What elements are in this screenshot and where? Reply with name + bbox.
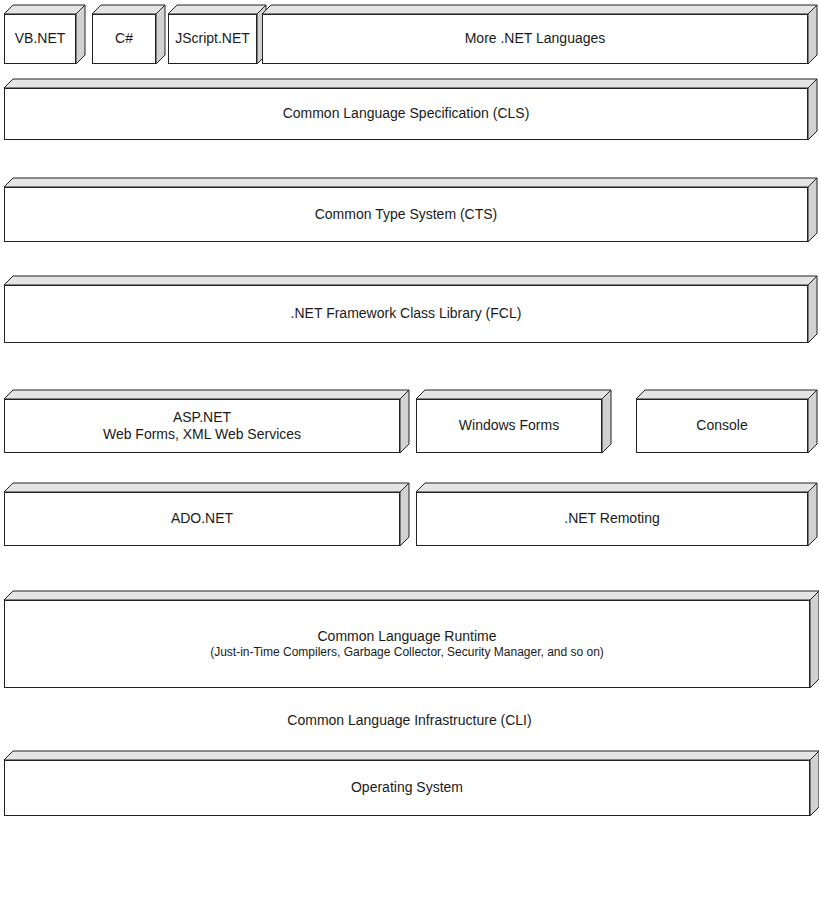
layer-name: C# xyxy=(115,30,133,48)
box-depth xyxy=(4,276,817,343)
side-face xyxy=(156,5,165,64)
box-depth xyxy=(4,178,817,242)
layer-name: Windows Forms xyxy=(459,417,559,435)
side-face xyxy=(810,751,819,816)
language-box: JScript.NET xyxy=(168,14,257,64)
side-face xyxy=(808,178,817,242)
layer-name: Common Type System (CTS) xyxy=(315,206,498,224)
layer-box: Common Language Specification (CLS) xyxy=(4,88,808,140)
layer-box: .NET Framework Class Library (FCL) xyxy=(4,285,808,343)
top-face xyxy=(636,390,817,399)
layer-box: Windows Forms xyxy=(416,399,602,453)
layer-name: ADO.NET xyxy=(171,510,233,528)
box-depth xyxy=(4,591,819,688)
box-depth xyxy=(4,751,819,816)
language-box: VB.NET xyxy=(4,14,76,64)
top-face xyxy=(168,5,266,14)
side-face xyxy=(808,276,817,343)
top-face xyxy=(4,483,409,492)
top-face xyxy=(416,390,611,399)
layer-box: .NET Remoting xyxy=(416,492,808,546)
side-face xyxy=(808,390,817,453)
infrastructure-label: Common Language Infrastructure (CLI) xyxy=(0,712,819,728)
layer-box: Common Language Runtime(Just-in-Time Com… xyxy=(4,600,810,688)
language-box: C# xyxy=(92,14,156,64)
layer-box: ADO.NET xyxy=(4,492,400,546)
layer-name: Common Language Runtime xyxy=(318,628,497,646)
layer-detail: (Just-in-Time Compilers, Garbage Collect… xyxy=(210,645,604,660)
side-face xyxy=(808,79,817,140)
box-depth xyxy=(4,483,409,546)
box-depth xyxy=(4,390,409,453)
box-depth xyxy=(636,390,817,453)
side-face xyxy=(808,5,817,64)
top-face xyxy=(4,751,819,760)
box-depth xyxy=(4,5,85,64)
layer-box: ASP.NETWeb Forms, XML Web Services xyxy=(4,399,400,453)
box-depth xyxy=(416,483,817,546)
top-face xyxy=(416,483,817,492)
top-face xyxy=(4,276,817,285)
side-face xyxy=(810,591,819,688)
box-depth xyxy=(4,79,817,140)
layer-box: Common Type System (CTS) xyxy=(4,187,808,242)
top-face xyxy=(4,390,409,399)
layer-name: More .NET Languages xyxy=(465,30,606,48)
side-face xyxy=(602,390,611,453)
side-face xyxy=(400,483,409,546)
layer-box: Console xyxy=(636,399,808,453)
top-face xyxy=(4,79,817,88)
layer-box: Operating System xyxy=(4,760,810,816)
top-face xyxy=(4,178,817,187)
box-depth xyxy=(168,5,266,64)
side-face xyxy=(400,390,409,453)
top-face xyxy=(4,5,85,14)
layer-name: Operating System xyxy=(351,779,463,797)
layer-name: Common Language Specification (CLS) xyxy=(283,105,530,123)
side-face xyxy=(76,5,85,64)
layer-detail: Web Forms, XML Web Services xyxy=(103,426,301,444)
layer-name: VB.NET xyxy=(15,30,66,48)
top-face xyxy=(4,591,819,600)
layer-name: .NET Framework Class Library (FCL) xyxy=(291,305,522,323)
side-face xyxy=(808,483,817,546)
language-box: More .NET Languages xyxy=(262,14,808,64)
top-face xyxy=(262,5,817,14)
box-depth xyxy=(416,390,611,453)
layer-name: .NET Remoting xyxy=(564,510,659,528)
top-face xyxy=(92,5,165,14)
layer-name: ASP.NET xyxy=(173,409,231,427)
layer-name: Console xyxy=(696,417,747,435)
layer-name: JScript.NET xyxy=(175,30,250,48)
box-depth xyxy=(262,5,817,64)
box-depth xyxy=(92,5,165,64)
